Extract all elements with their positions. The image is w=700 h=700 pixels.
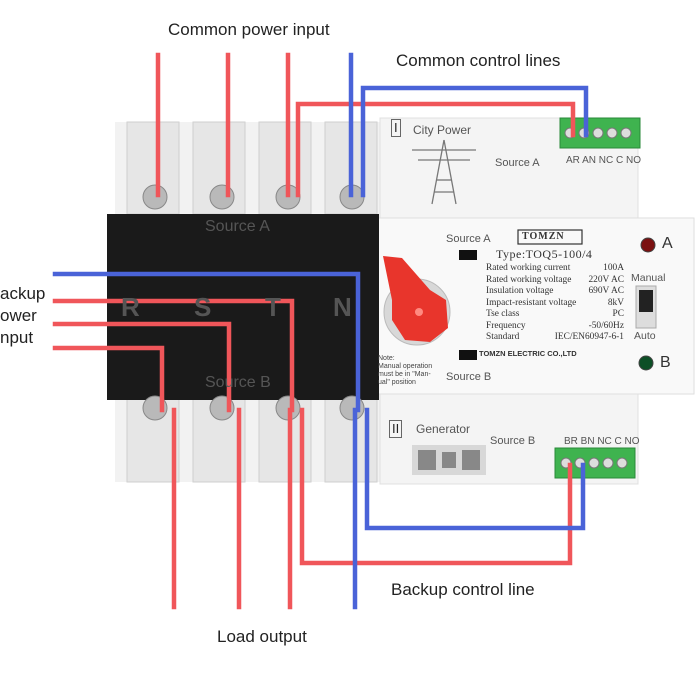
- phase-t-label: T: [265, 292, 281, 322]
- manual-auto-switch[interactable]: [635, 285, 657, 329]
- spec-key: Rated working voltage: [486, 274, 572, 285]
- spec-key: Frequency: [486, 320, 526, 331]
- spec-row: Rated working voltage 220V AC: [486, 275, 624, 287]
- spec-value: 690V AC: [588, 286, 624, 296]
- led-b-label: B: [660, 354, 671, 371]
- switch-block: [107, 214, 379, 400]
- roman-1-label: I: [391, 119, 401, 137]
- auto-label: Auto: [634, 330, 656, 342]
- terminal-a-source-label: Source A: [495, 157, 540, 169]
- brand-label: TOMZN: [522, 231, 565, 242]
- phase-s-label: S: [194, 292, 212, 322]
- led-a-label: A: [662, 235, 673, 252]
- spec-row: Insulation voltage 690V AC: [486, 286, 624, 298]
- phase-r-label: R: [121, 292, 140, 322]
- spec-row: Rated working current 100A: [486, 263, 624, 275]
- spec-row: Impact-resistant voltage 8kV: [486, 298, 624, 310]
- spec-key: Tse class: [486, 309, 520, 319]
- panel-source-a-label: Source A: [446, 233, 491, 245]
- selector-knob[interactable]: [383, 256, 451, 346]
- led-a: [640, 237, 656, 253]
- spec-row: Standard IEC/EN60947-6-1: [486, 332, 624, 344]
- bottom-control-terminal: [554, 447, 636, 479]
- backup-control-line-label: Backup control line: [391, 580, 535, 599]
- spec-value: 8kV: [607, 297, 624, 308]
- spec-key: Impact-resistant voltage: [486, 297, 577, 308]
- led-b: [638, 355, 654, 371]
- manual-note: Note: Manual operation must be in "Man- …: [378, 355, 433, 386]
- spec-key: Standard: [486, 332, 520, 342]
- backup-power-input-label: ackup ower nput: [0, 284, 46, 347]
- spec-value: IEC/EN60947-6-1: [554, 332, 624, 342]
- spec-row: Tse class PC: [486, 309, 624, 321]
- common-power-input-label: Common power input: [168, 20, 330, 39]
- generator-icon: [412, 445, 486, 475]
- manual-label: Manual: [631, 272, 666, 284]
- spec-value: PC: [612, 309, 624, 319]
- spec-value: 100A: [603, 263, 624, 273]
- terminal-b-source-label: Source B: [490, 435, 536, 447]
- source-b-block-label: Source B: [205, 374, 271, 391]
- phase-n-label: N: [333, 292, 352, 322]
- spec-key: Rated working current: [486, 263, 571, 273]
- power-tower-icon: [412, 139, 476, 205]
- spec-table: Rated working current 100A Rated working …: [486, 263, 624, 344]
- source-a-block-label: Source A: [205, 218, 270, 235]
- type-label: Type:TOQ5-100/4: [496, 247, 593, 261]
- city-power-label: City Power: [413, 123, 472, 137]
- source-b-window: [459, 350, 477, 360]
- load-output-label: Load output: [217, 627, 307, 646]
- spec-value: 220V AC: [588, 274, 624, 285]
- source-a-window: [459, 250, 477, 260]
- generator-label: Generator: [416, 422, 471, 436]
- spec-key: Insulation voltage: [486, 286, 554, 296]
- blue-wires: [52, 52, 589, 610]
- brand-logo-box: [517, 229, 583, 245]
- terminal-b-pins-label: BR BN NC C NO: [564, 436, 640, 447]
- maker-label: TOMZN ELECTRIC CO.,LTD: [479, 349, 577, 358]
- common-control-lines-label: Common control lines: [396, 51, 561, 70]
- panel-source-b-label: Source B: [446, 371, 492, 383]
- spec-row: Frequency -50/60Hz: [486, 321, 624, 333]
- terminal-a-pins-label: AR AN NC C NO: [566, 155, 642, 166]
- roman-2-label: II: [389, 420, 403, 438]
- spec-value: -50/60Hz: [588, 320, 624, 331]
- red-wires: [52, 52, 576, 610]
